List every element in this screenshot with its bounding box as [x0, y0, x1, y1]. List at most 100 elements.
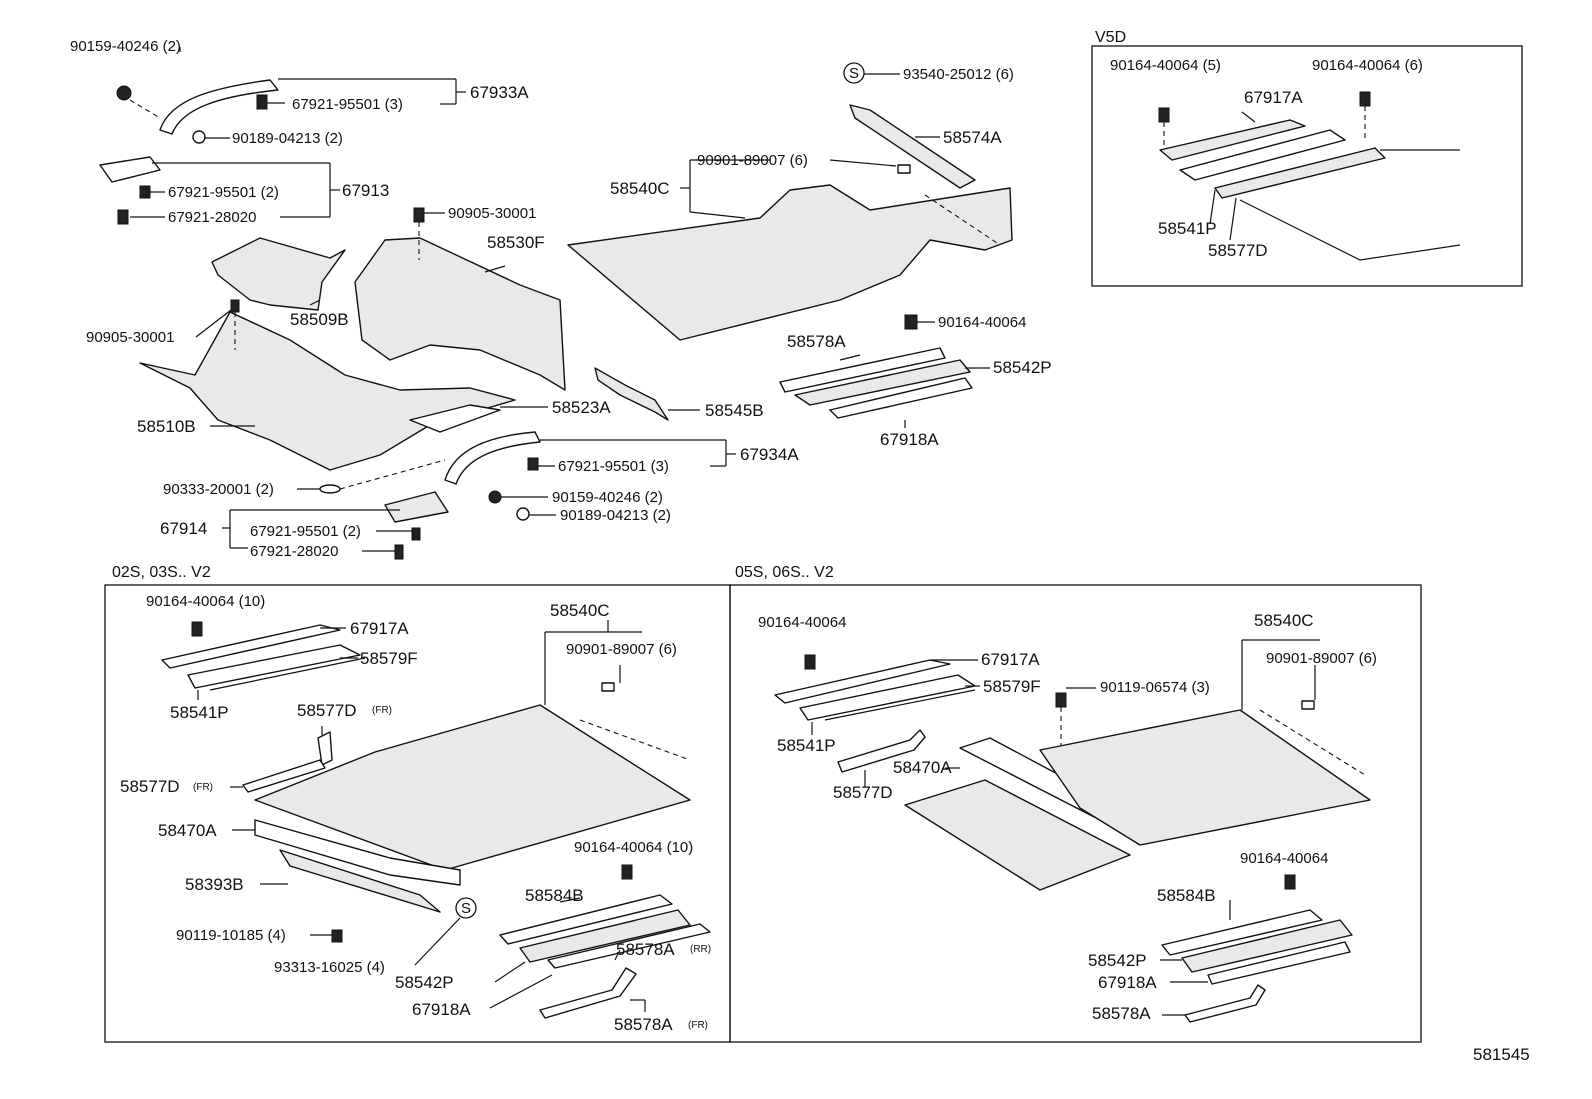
a-clip-90119[interactable]	[331, 929, 343, 943]
label-67914: 67914	[160, 519, 207, 538]
b-part-67918a[interactable]	[1207, 941, 1351, 985]
a-clip-90164[interactable]	[191, 621, 203, 637]
label-67921-95501-2-bot: 67921-95501 (2)	[250, 523, 361, 540]
v5d-clip-5[interactable]	[1158, 107, 1170, 123]
plug-90333-20001[interactable]	[319, 484, 341, 494]
a-part-58579f[interactable]	[187, 644, 361, 689]
b-clip-90164-b[interactable]	[1284, 874, 1296, 890]
a-label-fr-3: (FR)	[688, 1020, 708, 1031]
b-part-58542p[interactable]	[1181, 919, 1353, 973]
a-part-58578a-fr[interactable]	[539, 967, 637, 1019]
v5d-part-58541p[interactable]	[1179, 129, 1346, 181]
a-part-67917a[interactable]	[161, 624, 341, 669]
a-clip-90901[interactable]	[601, 682, 615, 692]
a-part-58470a[interactable]	[254, 819, 461, 886]
b-label-67918a: 67918A	[1098, 973, 1157, 992]
label-93540-25012: 93540-25012 (6)	[903, 66, 1014, 83]
clip-67921-95501-mid[interactable]	[139, 185, 151, 199]
b-clip-90164[interactable]	[804, 654, 816, 670]
b-label-58584b: 58584B	[1157, 886, 1216, 905]
part-58509b[interactable]	[211, 237, 346, 311]
b-part-58579f[interactable]	[799, 674, 976, 721]
a-clip-90164-b[interactable]	[621, 864, 633, 880]
part-58540c-top[interactable]	[567, 184, 1013, 341]
b-part-58584b[interactable]	[1161, 909, 1323, 956]
part-67914[interactable]	[384, 491, 449, 523]
clip-67921-95501-mid2[interactable]	[527, 457, 539, 471]
part-58542p-top[interactable]	[794, 359, 971, 406]
v5d-clip-6[interactable]	[1359, 91, 1371, 107]
v5d-part-58577d[interactable]	[1214, 147, 1386, 199]
label-67913: 67913	[342, 181, 389, 200]
label-67933a: 67933A	[470, 83, 529, 102]
v5d-part-67917a[interactable]	[1159, 119, 1306, 161]
clip-67921-95501-top[interactable]	[256, 94, 268, 110]
part-58510b[interactable]	[139, 311, 516, 471]
part-58523a[interactable]	[409, 404, 501, 433]
section-right-title: 05S, 06S.. V2	[735, 564, 834, 581]
a-label-67917a: 67917A	[350, 619, 409, 638]
a-label-90119-10185: 90119-10185 (4)	[176, 927, 286, 944]
a-label-67918a: 67918A	[412, 1000, 471, 1019]
b-label-90164-40064: 90164-40064	[758, 614, 846, 631]
b-part-58577d[interactable]	[837, 729, 926, 773]
label-58540c-top: 58540C	[610, 179, 670, 198]
bolt-90159-40246-top[interactable]	[116, 85, 132, 101]
clip-90164-40064-top[interactable]	[904, 314, 918, 330]
bolt-90159-40246-mid[interactable]	[488, 490, 502, 504]
b-label-58579f: 58579F	[983, 677, 1041, 696]
label-67934a: 67934A	[740, 445, 799, 464]
a-part-58577d-2[interactable]	[242, 759, 326, 793]
b-clip-90901[interactable]	[1301, 700, 1315, 710]
clip-67921-28020-bot[interactable]	[394, 544, 404, 560]
nut-90189-04213-mid[interactable]	[516, 507, 530, 521]
diagram-id: 581545	[1473, 1045, 1530, 1064]
a-label-90164-40064-10: 90164-40064 (10)	[146, 593, 265, 610]
a-part-58578a-rr[interactable]	[547, 923, 711, 969]
b-part-58578a[interactable]	[1184, 984, 1266, 1023]
b-part-58540c-lower[interactable]	[904, 779, 1131, 891]
right-section-box	[729, 584, 1422, 1043]
label-90905-30001-a: 90905-30001	[448, 205, 536, 222]
s-mark-left	[455, 897, 477, 919]
a-part-58540c[interactable]	[254, 704, 691, 871]
a-part-58393b[interactable]	[279, 849, 441, 913]
label-58574a: 58574A	[943, 128, 1002, 147]
a-part-58542p[interactable]	[519, 909, 691, 963]
label-67921-95501-3-top: 67921-95501 (3)	[292, 96, 403, 113]
label-58510b: 58510B	[137, 417, 196, 436]
label-58509b: 58509B	[290, 310, 349, 329]
v5d-box	[1091, 45, 1523, 287]
a-label-58470a: 58470A	[158, 821, 217, 840]
clip-90905-30001-a[interactable]	[413, 207, 425, 223]
part-67933a-bracket[interactable]	[159, 79, 279, 135]
clip-67921-95501-bot[interactable]	[411, 527, 421, 541]
v5d-label-90164-40064-5: 90164-40064 (5)	[1110, 57, 1221, 74]
a-label-fr-2: (FR)	[193, 782, 213, 793]
v5d-label-67917a: 67917A	[1244, 88, 1303, 107]
label-67918a-top: 67918A	[880, 430, 939, 449]
label-90159-40246-mid: 90159-40246 (2)	[552, 489, 663, 506]
b-label-90901-89007: 90901-89007 (6)	[1266, 650, 1377, 667]
b-part-67917a[interactable]	[774, 659, 951, 704]
b-clip-90119[interactable]	[1055, 692, 1067, 708]
part-67934a[interactable]	[444, 431, 541, 485]
label-58545b: 58545B	[705, 401, 764, 420]
part-58578a-top[interactable]	[779, 347, 946, 393]
a-label-90901-89007: 90901-89007 (6)	[566, 641, 677, 658]
clip-67921-28020-top[interactable]	[117, 209, 129, 225]
part-58574a[interactable]	[849, 104, 976, 189]
a-part-58577d-1[interactable]	[317, 731, 333, 766]
v5d-floor-edge	[1239, 149, 1461, 261]
v5d-label-90164-40064-6: 90164-40064 (6)	[1312, 57, 1423, 74]
clip-90901-89007-top[interactable]	[897, 164, 911, 174]
nut-90189-04213-top[interactable]	[192, 130, 206, 144]
a-part-58584b[interactable]	[499, 894, 673, 945]
clip-90905-30001-b[interactable]	[230, 299, 240, 313]
b-part-58540c[interactable]	[1039, 709, 1371, 846]
part-58530f[interactable]	[354, 237, 566, 391]
part-67918a-top[interactable]	[829, 377, 973, 419]
part-67913-bracket[interactable]	[99, 156, 161, 183]
part-58545b[interactable]	[594, 367, 669, 421]
